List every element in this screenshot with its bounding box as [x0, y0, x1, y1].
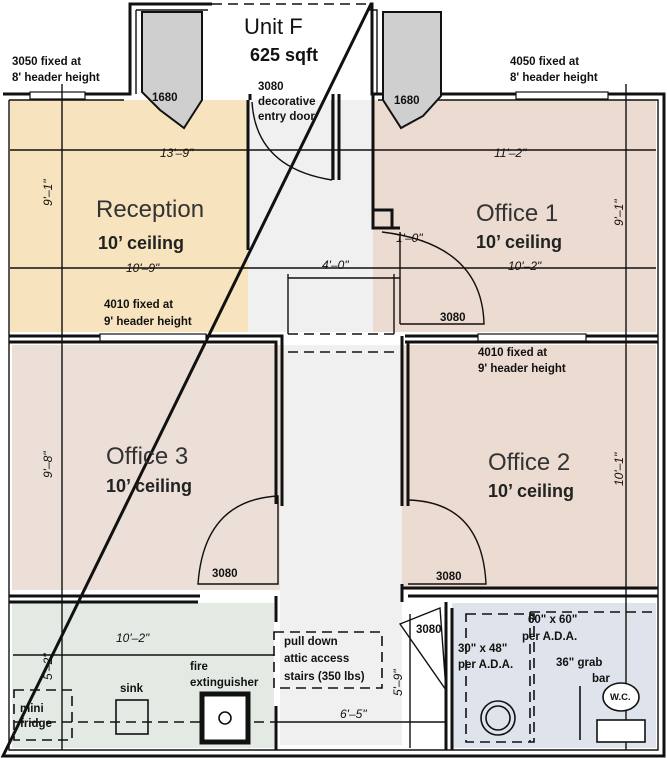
- sink-fixture: [115, 699, 149, 735]
- entry-door-note-1: 3080: [258, 81, 284, 93]
- fridge-label-1: mini: [20, 703, 44, 715]
- dim-reception-width: 13'–9": [160, 146, 194, 160]
- window-tr-note-1: 4050 fixed at: [510, 56, 579, 68]
- window-top-left: [29, 91, 86, 100]
- window-ml-note-1: 4010 fixed at: [104, 299, 173, 311]
- dim-reception-inner-width: 10'–9": [126, 261, 160, 275]
- office1-name: Office 1: [476, 200, 558, 227]
- dim-reception-height: 9'–1": [41, 179, 55, 206]
- office3-ceiling: 10’ ceiling: [106, 476, 192, 496]
- entry-door-note-3: entry door: [258, 111, 315, 123]
- restroom-door[interactable]: [398, 606, 447, 693]
- unit-title: Unit F: [244, 14, 303, 39]
- restroom-door-label: 3080: [416, 624, 442, 636]
- window-tl-note-1: 3050 fixed at: [12, 56, 81, 68]
- dim-office1-width: 11'–2": [494, 146, 527, 160]
- unit-area: 625 sqft: [250, 45, 318, 65]
- grab-bar-note-2: bar: [592, 673, 610, 685]
- window-tl-note-2: 8' header height: [12, 72, 100, 84]
- reception-ceiling: 10’ ceiling: [98, 233, 184, 253]
- fire-label-1: fire: [190, 661, 208, 673]
- column-left: [141, 11, 203, 130]
- window-mr-note-2: 9' header height: [478, 363, 566, 375]
- office3-door-label: 3080: [212, 568, 238, 580]
- attic-note-2: attic access: [284, 653, 349, 665]
- window-mid-right: [477, 333, 587, 342]
- window-top-right: [515, 91, 609, 100]
- office2-room[interactable]: [402, 345, 656, 590]
- office2-door-label: 3080: [436, 571, 462, 583]
- window-ml-note-2: 9' header height: [104, 316, 192, 328]
- fire-label-2: extinguisher: [190, 677, 259, 689]
- office2-name: Office 2: [488, 449, 570, 476]
- dim-kitchen-width: 10'–2": [116, 631, 150, 645]
- hall-lower-area: [280, 345, 402, 745]
- shower-area-note-1: 60" x 60": [528, 614, 577, 626]
- office2-ceiling: 10’ ceiling: [488, 481, 574, 501]
- reception-name: Reception: [96, 196, 204, 223]
- dim-step: 1'–0": [396, 231, 423, 245]
- dim-office1-height: 9'–1": [612, 199, 626, 226]
- dim-office1-inner-width: 10'–2": [508, 259, 542, 273]
- lav-area-note-1: 30" x 48": [458, 643, 507, 655]
- shower-area-note-2: per A.D.A.: [522, 631, 577, 643]
- toilet-fixture: [596, 682, 646, 743]
- office1-door-label: 3080: [440, 312, 466, 324]
- attic-note-3: stairs (350 lbs): [284, 671, 365, 683]
- dim-kitchen-height: 5'–2": [41, 653, 55, 680]
- column-left-label: 1680: [152, 92, 178, 104]
- wc-label: W.C.: [610, 692, 631, 703]
- office3-name: Office 3: [106, 443, 188, 470]
- office3-room[interactable]: [12, 345, 280, 590]
- office1-room[interactable]: [373, 100, 656, 332]
- entry-door[interactable]: [251, 100, 333, 181]
- office1-ceiling: 10’ ceiling: [476, 232, 562, 252]
- dim-hall-lower-width: 6'–5": [340, 707, 367, 721]
- dim-office3-height: 9'–8": [41, 451, 55, 478]
- lav-area-note-2: per A.D.A.: [458, 659, 513, 671]
- dim-hall-width: 4'–0": [322, 258, 349, 272]
- column-right-label: 1680: [394, 95, 420, 107]
- column-right: [382, 11, 442, 130]
- grab-bar-note-1: 36" grab: [556, 657, 602, 669]
- fridge-label-2: fridge: [20, 718, 52, 730]
- sink-label: sink: [120, 683, 144, 695]
- shower-fixture: [480, 700, 516, 736]
- attic-note-1: pull down: [284, 636, 338, 648]
- window-tr-note-2: 8' header height: [510, 72, 598, 84]
- office2-door[interactable]: [407, 499, 487, 585]
- window-mid-left: [99, 333, 207, 342]
- office3-door[interactable]: [197, 495, 279, 585]
- window-mr-note-1: 4010 fixed at: [478, 347, 547, 359]
- dim-hall-lower-height: 5'–9": [391, 669, 405, 696]
- reception-room[interactable]: [10, 100, 248, 332]
- dimension-lines: [10, 84, 656, 750]
- dim-office2-height: 10'–1": [612, 452, 626, 486]
- entry-door-note-2: decorative: [258, 96, 316, 108]
- fire-extinguisher-fixture: [199, 691, 251, 745]
